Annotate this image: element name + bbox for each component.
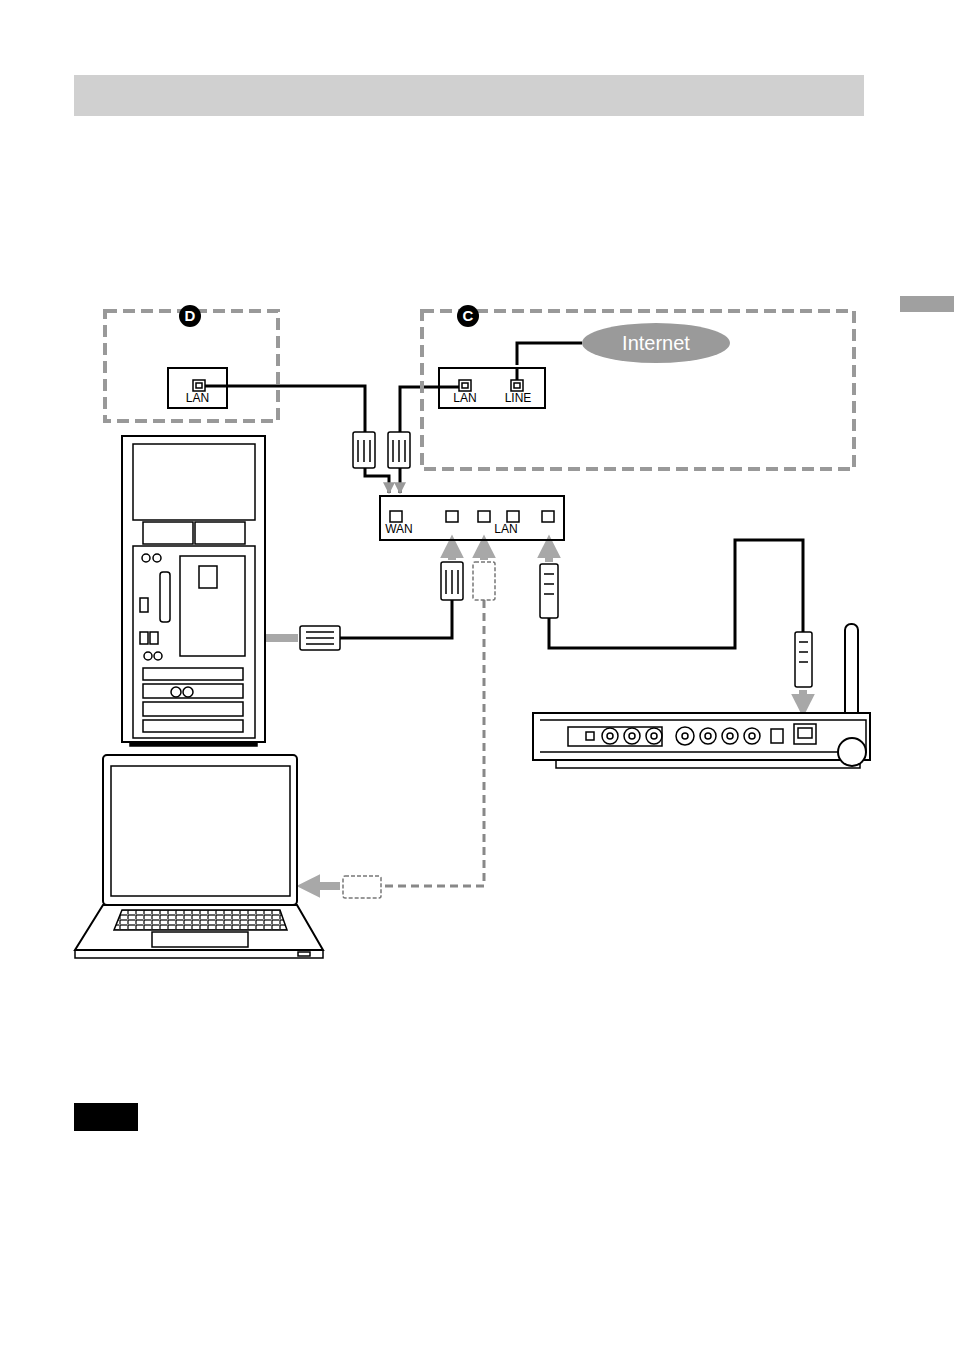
header-bar (74, 75, 864, 116)
cable-plug (300, 432, 812, 687)
device-box: LAN LINE (438, 367, 546, 409)
region-outline (422, 311, 854, 469)
port-label: WAN (385, 522, 413, 536)
network-cable (517, 343, 582, 365)
note-mark (74, 1103, 138, 1131)
network-media-player (533, 624, 870, 768)
optional-plug (343, 562, 495, 898)
callout-letter: D (179, 305, 201, 327)
region-outline (105, 311, 278, 421)
laptop (75, 755, 323, 958)
port-label: Internet (622, 331, 690, 355)
optional-cable (381, 600, 484, 886)
side-tab (900, 296, 954, 312)
group-region: CInternetLANLINE (422, 311, 854, 469)
callout-letter: C (457, 305, 479, 327)
group-region: DLAN (105, 311, 278, 421)
port-label: LAN (494, 522, 517, 536)
desktop-pc (122, 436, 265, 746)
port-label: LAN (186, 391, 209, 405)
cable (205, 367, 803, 648)
device-box: WAN LAN (379, 495, 565, 541)
port-label: LAN (453, 391, 476, 405)
device-box: LAN (167, 367, 228, 409)
cloud-ellipse: Internet (582, 323, 730, 363)
port-label: LINE (505, 391, 532, 405)
